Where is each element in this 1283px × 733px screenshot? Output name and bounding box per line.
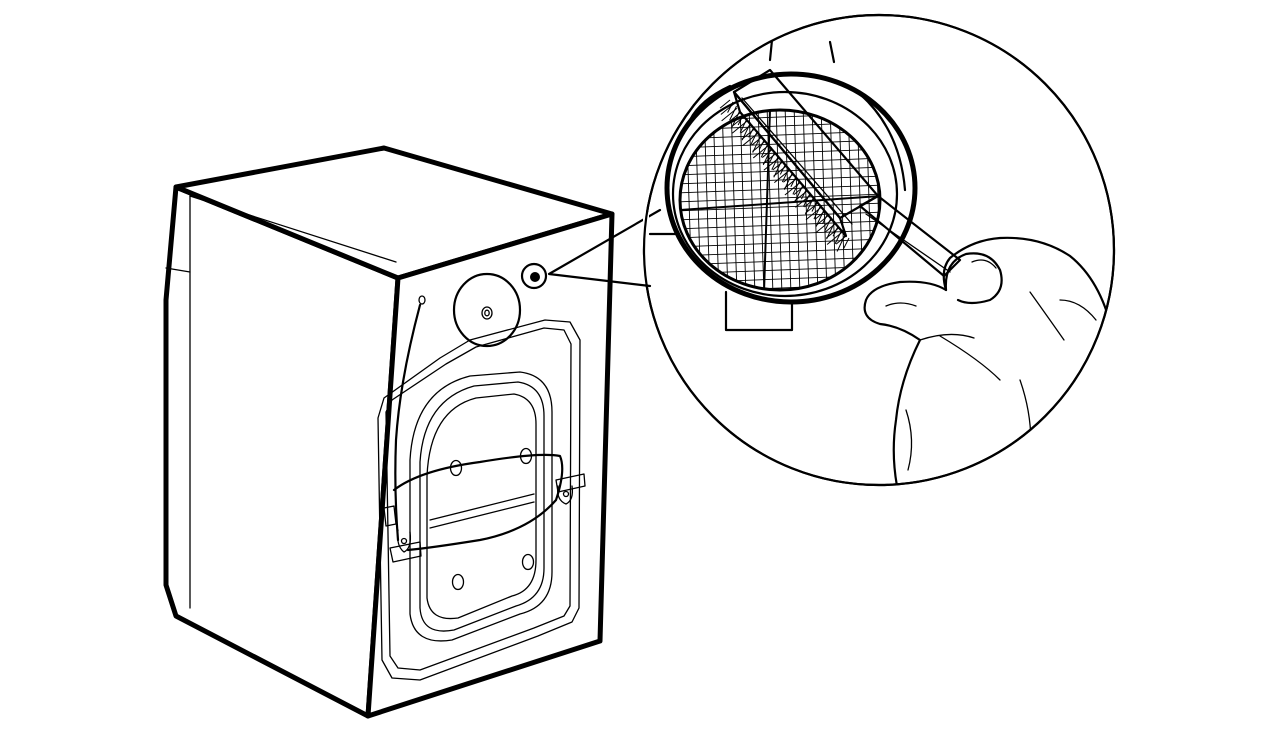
mesh-line <box>680 139 880 149</box>
rear-round-cover <box>452 272 522 348</box>
bristle <box>731 116 745 128</box>
bristle <box>731 120 748 134</box>
bristle <box>739 118 748 133</box>
bristle <box>720 103 734 115</box>
bristle <box>813 204 822 220</box>
mesh-line <box>802 110 810 290</box>
mesh-line <box>680 193 880 203</box>
bristle <box>836 233 846 252</box>
mesh-line <box>680 238 880 248</box>
bristle <box>834 229 843 245</box>
bristle <box>740 124 752 134</box>
bristle <box>773 165 787 177</box>
bristle <box>719 99 731 109</box>
bristle <box>804 198 815 208</box>
bristle <box>721 107 738 122</box>
bristle <box>752 140 766 152</box>
bristle <box>814 210 826 220</box>
hand-holding-brush <box>863 236 1114 485</box>
inlet-hose-outline <box>648 38 836 332</box>
mesh-line <box>766 110 774 290</box>
bristle <box>762 153 777 165</box>
bristle <box>751 136 762 146</box>
mesh-line <box>793 110 801 290</box>
bristle <box>783 173 794 183</box>
bristle <box>824 217 832 232</box>
bristle <box>794 190 808 202</box>
mesh-line <box>680 148 880 158</box>
washing-machine <box>163 145 615 719</box>
mesh-line <box>680 175 880 185</box>
rear-panel-frame <box>377 319 581 681</box>
bristle <box>752 144 769 159</box>
bristle <box>783 177 798 190</box>
bristle <box>781 167 790 183</box>
mesh-line <box>680 229 880 239</box>
mesh-line <box>748 110 756 290</box>
bristle <box>843 237 850 249</box>
bristle <box>826 231 843 245</box>
cleaning-brush <box>719 68 962 278</box>
bristle <box>774 169 791 184</box>
bristle <box>793 186 805 196</box>
mesh-line <box>680 184 880 194</box>
bristle <box>750 130 759 146</box>
mesh-line <box>775 110 783 290</box>
mesh-crossbar <box>763 110 771 290</box>
bristle <box>795 194 812 208</box>
bristle <box>792 180 801 195</box>
side-panel-details <box>165 195 397 609</box>
bristle <box>771 155 780 170</box>
bristle <box>815 215 829 227</box>
bristle <box>729 105 737 121</box>
bristle <box>802 192 811 207</box>
bristle <box>816 219 833 233</box>
mesh-line <box>838 110 846 290</box>
mesh-line <box>680 157 880 167</box>
bristle <box>804 202 819 214</box>
machine-rear-panel <box>365 211 615 719</box>
mesh-crossbar <box>680 195 880 211</box>
bristle <box>741 128 755 140</box>
bristle <box>784 182 801 196</box>
bristle <box>825 223 836 233</box>
bristle <box>761 149 773 158</box>
bristle <box>772 161 784 171</box>
bristle <box>760 142 769 158</box>
mesh-line <box>680 247 880 257</box>
bristle <box>835 235 847 245</box>
mesh-line <box>757 110 765 290</box>
mesh-line <box>784 110 792 290</box>
transit-bracket-cable <box>383 303 586 563</box>
bristle <box>742 132 759 146</box>
bristle <box>730 111 741 121</box>
bristle <box>805 206 822 221</box>
bristle <box>826 227 840 239</box>
magnified-detail-callout <box>547 13 1116 487</box>
water-inlet-valve <box>520 262 548 290</box>
mesh-line <box>680 220 880 230</box>
mesh-line <box>680 202 880 212</box>
bristle <box>763 157 780 171</box>
